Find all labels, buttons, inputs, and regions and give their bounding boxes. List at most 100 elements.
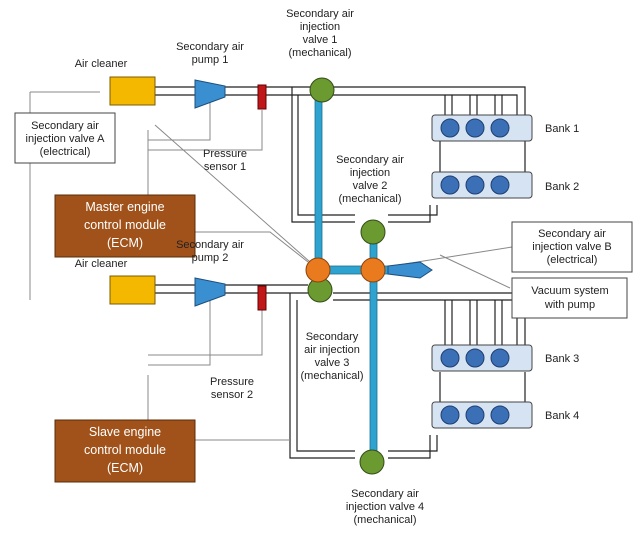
bank-1 bbox=[431, 114, 533, 142]
cylinder bbox=[440, 175, 460, 195]
master-ecm-label-line: control module bbox=[84, 218, 166, 232]
valve-b-label-line: Secondary air bbox=[538, 228, 606, 240]
valve-2-label-line: valve 2 bbox=[353, 180, 388, 192]
pressure-sensor-2-label-line: sensor 2 bbox=[211, 389, 253, 401]
pipe-segment bbox=[388, 205, 438, 216]
pipe-segment bbox=[296, 300, 355, 452]
signal-line bbox=[148, 110, 263, 151]
pump-2-label-line: Secondary air bbox=[176, 239, 244, 251]
air-cleaner-2-label: Air cleaner bbox=[75, 258, 128, 270]
pipe-segment bbox=[333, 86, 526, 115]
valve-a-label-line: injection valve A bbox=[26, 133, 106, 145]
cylinder bbox=[440, 348, 460, 368]
signal-line bbox=[154, 124, 311, 263]
cylinder bbox=[490, 175, 510, 195]
engine-banks bbox=[431, 114, 533, 429]
valve-1-label-line: valve 1 bbox=[303, 34, 338, 46]
valve-3-label-line: Secondary bbox=[306, 331, 359, 343]
bank-3 bbox=[431, 344, 533, 372]
bank-2 bbox=[431, 171, 533, 199]
cylinder bbox=[440, 118, 460, 138]
cylinder bbox=[490, 118, 510, 138]
text-labels: Air cleaner Secondary air pump 1 Seconda… bbox=[26, 8, 612, 526]
valve-a-label-line: (electrical) bbox=[40, 146, 91, 158]
master-ecm-label-line: (ECM) bbox=[107, 236, 143, 250]
signal-line bbox=[148, 100, 211, 141]
signal-line bbox=[148, 300, 211, 366]
valve-4-label-line: Secondary air bbox=[351, 488, 419, 500]
vacuum-label-line: with pump bbox=[544, 299, 595, 311]
secondary-air-injection-valve-b bbox=[360, 257, 386, 283]
secondary-air-injection-valve-1 bbox=[309, 77, 335, 103]
valve-2-label-line: injection bbox=[350, 167, 390, 179]
pipe-segment bbox=[388, 435, 438, 452]
cylinder bbox=[465, 118, 485, 138]
air-cleaner-2 bbox=[109, 275, 156, 305]
vacuum-pump bbox=[387, 261, 433, 279]
pipes bbox=[155, 86, 526, 459]
cylinder bbox=[490, 405, 510, 425]
master-ecm-box bbox=[54, 194, 196, 258]
valve-3-label-line: valve 3 bbox=[315, 357, 350, 369]
pump-1-label-line: Secondary air bbox=[176, 41, 244, 53]
pipe-segment bbox=[297, 95, 355, 216]
cylinder bbox=[465, 405, 485, 425]
master-ecm-label-line: Master engine bbox=[85, 200, 164, 214]
slave-ecm-box bbox=[54, 419, 196, 483]
valve-a-label-box bbox=[14, 112, 116, 164]
valve-1-label-line: (mechanical) bbox=[289, 47, 352, 59]
pressure-sensor-2-label-line: Pressure bbox=[210, 376, 254, 388]
secondary-air-injection-valve-4 bbox=[359, 449, 385, 475]
valve-2-label-line: (mechanical) bbox=[339, 193, 402, 205]
bank-1-label: Bank 1 bbox=[545, 123, 579, 135]
slave-ecm-label-line: Slave engine bbox=[89, 425, 161, 439]
pipe-segment bbox=[291, 87, 355, 223]
valve-1-label-line: Secondary air bbox=[286, 8, 354, 20]
valve-b-label-line: (electrical) bbox=[547, 254, 598, 266]
valve-2-label-line: Secondary air bbox=[336, 154, 404, 166]
signal-line bbox=[439, 254, 511, 289]
bank-3-label: Bank 3 bbox=[545, 353, 579, 365]
signal-line bbox=[148, 310, 263, 356]
pipe-segment bbox=[333, 94, 518, 115]
pressure-sensor-1 bbox=[257, 84, 267, 110]
secondary-air-injection-valve-a bbox=[305, 257, 331, 283]
pipe-segment bbox=[388, 205, 431, 223]
pressure-sensor-2 bbox=[257, 285, 267, 311]
valve-1-label-line: injection bbox=[300, 21, 340, 33]
pipe-segment bbox=[333, 292, 526, 345]
pipe-segment bbox=[388, 435, 431, 459]
valve-4-label-line: (mechanical) bbox=[354, 514, 417, 526]
valve-b-label-line: injection valve B bbox=[532, 241, 612, 253]
secondary-air-injection-valve-2 bbox=[360, 219, 386, 245]
valve-3-label-line: (mechanical) bbox=[301, 370, 364, 382]
blue-pipe-vertical-1 bbox=[314, 94, 323, 271]
pipe-segment bbox=[289, 293, 355, 459]
pressure-sensor-1-label-line: Pressure bbox=[203, 148, 247, 160]
pressure-sensor-1-label-line: sensor 1 bbox=[204, 161, 246, 173]
cylinder bbox=[490, 348, 510, 368]
bank-4 bbox=[431, 401, 533, 429]
valve-4-label-line: injection valve 4 bbox=[346, 501, 424, 513]
slave-ecm-label-line: control module bbox=[84, 443, 166, 457]
air-cleaner-1 bbox=[109, 76, 156, 106]
cylinder bbox=[465, 348, 485, 368]
slave-ecm-label-line: (ECM) bbox=[107, 461, 143, 475]
secondary-air-pump-2 bbox=[194, 277, 226, 307]
secondary-air-pump-1 bbox=[194, 79, 226, 109]
signal-line bbox=[195, 231, 309, 263]
pump-1-label-line: pump 1 bbox=[192, 54, 229, 66]
valve-3-label-line: air injection bbox=[304, 344, 360, 356]
pump-2-label-line: pump 2 bbox=[192, 252, 229, 264]
valve-a-label-line: Secondary air bbox=[31, 120, 99, 132]
air-cleaner-1-label: Air cleaner bbox=[75, 58, 128, 70]
cylinder bbox=[440, 405, 460, 425]
vacuum-label-box bbox=[511, 277, 628, 319]
bank-2-label: Bank 2 bbox=[545, 181, 579, 193]
cylinder bbox=[465, 175, 485, 195]
valve-b-label-box bbox=[511, 221, 633, 273]
bank-4-label: Bank 4 bbox=[545, 410, 579, 422]
vacuum-label-line: Vacuum system bbox=[531, 285, 608, 297]
